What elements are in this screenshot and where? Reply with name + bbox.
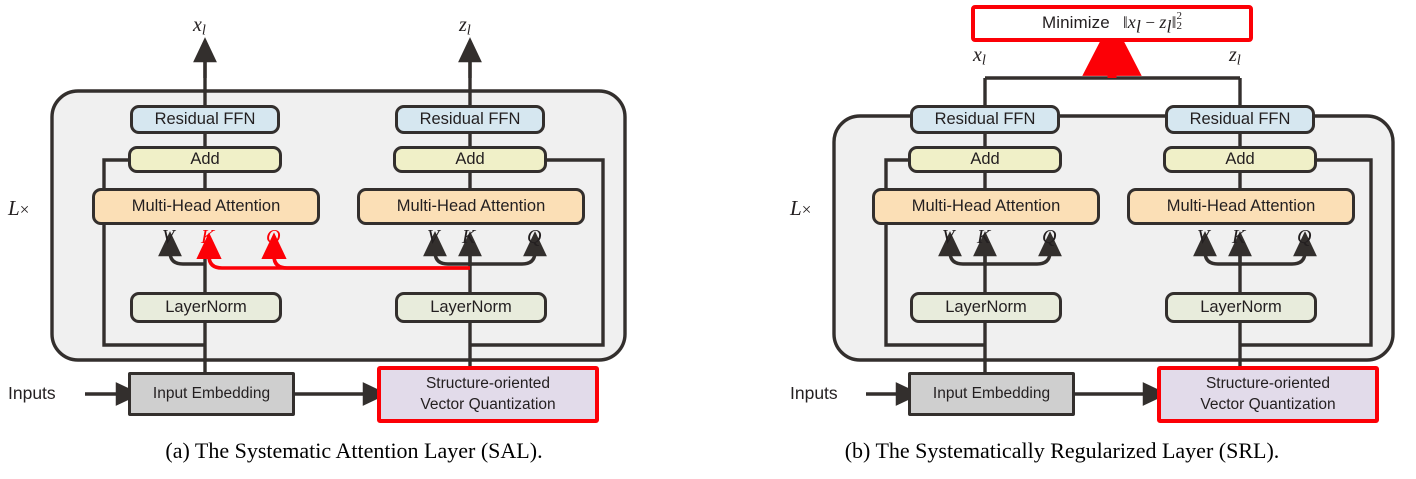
layernorm-right[interactable]: LayerNorm [395, 292, 547, 323]
structure-oriented-vector-quantization[interactable]: Structure-oriented Vector Quantization [1157, 366, 1379, 423]
output-label-z: zl [459, 14, 471, 39]
add-left[interactable]: Add [128, 146, 282, 173]
minimize-norm-sub: 2 [1176, 19, 1183, 32]
qkv-label-q-right: Q [527, 226, 542, 248]
panel-a-caption: (a) The Systematic Attention Layer (SAL)… [165, 438, 543, 463]
multi-head-attention-left[interactable]: Multi-Head Attention [92, 188, 320, 225]
panel-a-connectors [50, 37, 627, 406]
add-right[interactable]: Add [1163, 146, 1317, 173]
vq-line-1: Structure-oriented [1205, 374, 1331, 392]
residual-ffn-right[interactable]: Residual FFN [395, 105, 545, 134]
repeat-count-label: L× [790, 196, 812, 220]
minimize-left-sub: l [1135, 16, 1141, 37]
qkv-label-q-right: Q [1297, 226, 1312, 248]
qkv-label-q-left: Q [266, 226, 281, 248]
minimize-right-sub: l [1166, 16, 1172, 37]
layernorm-left[interactable]: LayerNorm [130, 292, 282, 323]
minimize-verb: Minimize [1041, 12, 1110, 32]
vq-line-2: Vector Quantization [420, 395, 556, 413]
panel-systematic-attention-layer: xl zl L× Residual FFN Add Multi-Head Att… [8, 14, 627, 463]
multi-head-attention-right[interactable]: Multi-Head Attention [1127, 188, 1355, 225]
vq-line-1: Structure-oriented [425, 374, 551, 392]
input-embedding[interactable]: Input Embedding [128, 372, 295, 416]
panel-b-caption: (b) The Systematically Regularized Layer… [844, 438, 1280, 463]
inputs-label: Inputs [8, 383, 56, 403]
vq-line-2: Vector Quantization [1200, 395, 1336, 413]
residual-ffn-left[interactable]: Residual FFN [130, 105, 280, 134]
add-right[interactable]: Add [393, 146, 547, 173]
minimize-operator: − [1145, 12, 1155, 32]
qkv-label-k-right: K [462, 226, 476, 248]
cross-attention-red-link [196, 232, 470, 270]
residual-ffn-right[interactable]: Residual FFN [1165, 105, 1315, 134]
qkv-label-q-left: Q [1042, 226, 1057, 248]
inputs-label: Inputs [790, 383, 838, 403]
output-label-x: xl [193, 14, 206, 39]
qkv-label-k-right: K [1232, 226, 1246, 248]
qkv-label-v-right: V [427, 226, 440, 248]
input-embedding[interactable]: Input Embedding [908, 372, 1075, 416]
repeat-count-label: L× [8, 196, 30, 220]
qkv-label-k-left: K [977, 226, 991, 248]
layernorm-right[interactable]: LayerNorm [1165, 292, 1317, 323]
add-left[interactable]: Add [908, 146, 1062, 173]
structure-oriented-vector-quantization[interactable]: Structure-oriented Vector Quantization [377, 366, 599, 423]
qkv-label-v-left: V [942, 226, 955, 248]
qkv-label-v-left: V [162, 226, 175, 248]
minimize-left-term: x [1127, 11, 1136, 32]
layernorm-left[interactable]: LayerNorm [910, 292, 1062, 323]
multi-head-attention-left[interactable]: Multi-Head Attention [872, 188, 1100, 225]
output-label-z: zl [1229, 44, 1241, 69]
qkv-label-v-right: V [1197, 226, 1210, 248]
multi-head-attention-right[interactable]: Multi-Head Attention [357, 188, 585, 225]
minimize-right-term: z [1159, 11, 1167, 32]
minimize-power: 2 [1176, 9, 1183, 22]
qkv-label-k-left: K [201, 226, 215, 248]
output-label-x: xl [973, 44, 986, 69]
residual-ffn-left[interactable]: Residual FFN [910, 105, 1060, 134]
